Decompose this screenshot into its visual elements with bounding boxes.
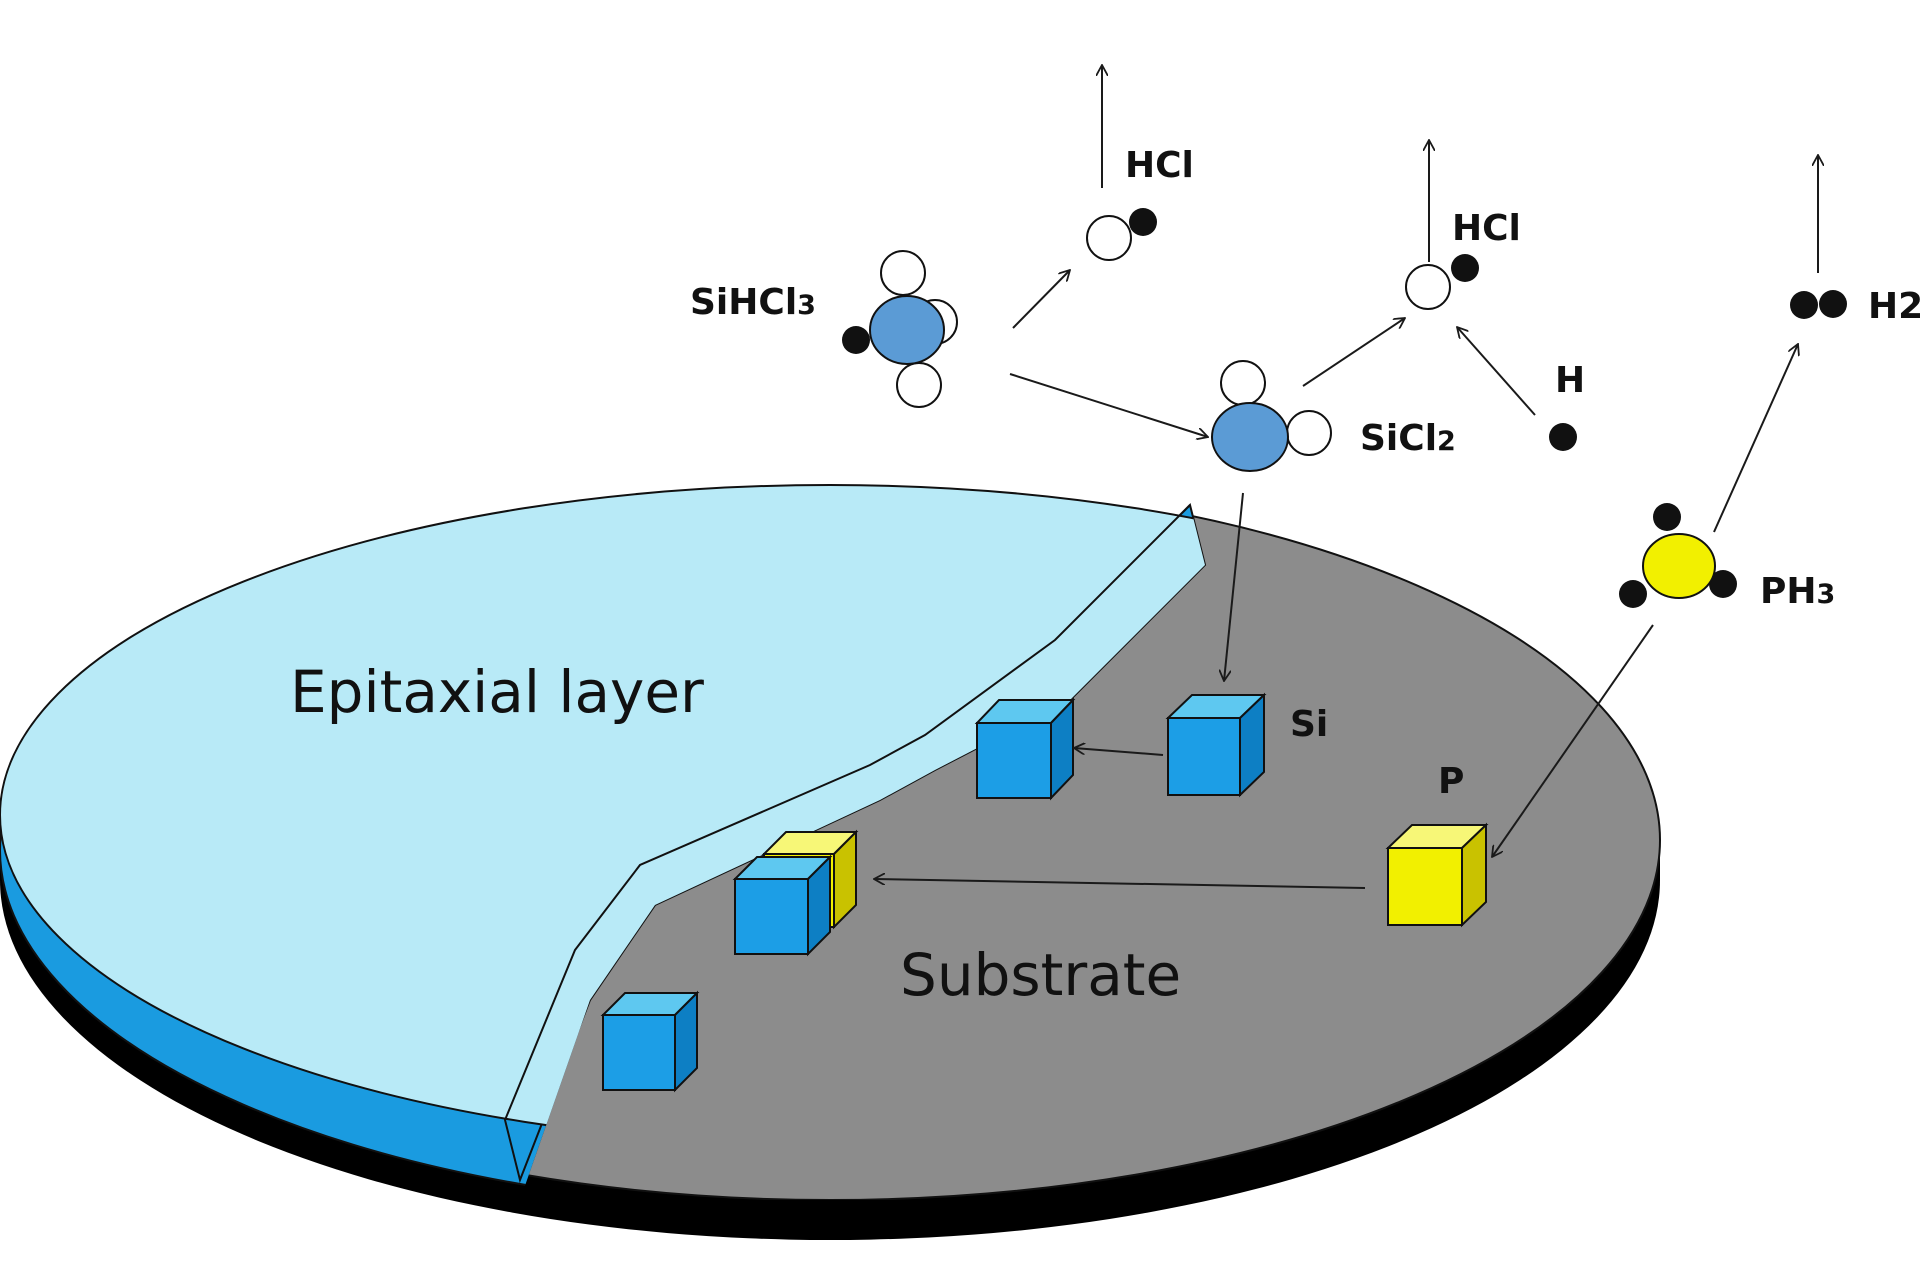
arrow-p-to-step bbox=[874, 879, 1366, 889]
ph3-molecule bbox=[1619, 503, 1737, 608]
arrow-ph3-to-p bbox=[1492, 624, 1654, 857]
sihcl3-cl-top bbox=[880, 250, 926, 296]
sihcl3-label: SiHCl3 bbox=[690, 282, 816, 323]
sicl2-cl-top bbox=[1220, 360, 1266, 406]
h-label: H bbox=[1555, 360, 1585, 401]
sicl2-si bbox=[1211, 402, 1289, 472]
step-cube-lower bbox=[600, 990, 700, 1093]
hcl-molecule-1 bbox=[1086, 208, 1157, 261]
step-cube-middle bbox=[732, 854, 833, 957]
arrow-sihcl3-to-hcl bbox=[1012, 270, 1070, 329]
hcl-molecule-2 bbox=[1405, 254, 1479, 310]
h2-label: H2 bbox=[1868, 286, 1920, 327]
si-cube bbox=[1165, 692, 1267, 798]
sihcl3-h bbox=[842, 326, 870, 354]
ph3-h-right bbox=[1709, 570, 1737, 598]
epitaxial-top-cut-edge bbox=[504, 504, 1191, 1121]
sihcl3-si bbox=[869, 295, 945, 365]
hcl-label-2: HCl bbox=[1452, 208, 1521, 249]
ph3-h-top bbox=[1653, 503, 1681, 531]
ph3-label: PH3 bbox=[1760, 571, 1835, 612]
arrow-sicl2-to-si bbox=[1224, 492, 1244, 681]
sicl2-label: SiCl2 bbox=[1360, 418, 1456, 459]
p-cube bbox=[1385, 822, 1489, 928]
ph3-h-left bbox=[1619, 580, 1647, 608]
arrow-sihcl3-to-sicl2 bbox=[1009, 373, 1208, 437]
reaction-arrows bbox=[874, 65, 1818, 889]
hcl-label-1: HCl bbox=[1125, 145, 1194, 186]
sicl2-cl-right bbox=[1286, 410, 1332, 456]
arrow-ph3-to-h2 bbox=[1713, 344, 1798, 533]
p-label: P bbox=[1438, 761, 1464, 802]
h-atom bbox=[1549, 423, 1577, 451]
si-label: Si bbox=[1290, 704, 1328, 745]
sihcl3-molecule bbox=[842, 250, 958, 408]
step-cube-upper bbox=[974, 697, 1076, 801]
epitaxial-layer-label: Epitaxial layer bbox=[290, 658, 704, 726]
arrow-sicl2-to-hcl bbox=[1302, 318, 1405, 387]
sicl2-molecule bbox=[1211, 360, 1332, 472]
substrate-label: Substrate bbox=[900, 941, 1181, 1009]
arrow-h-to-hcl bbox=[1457, 327, 1536, 416]
ph3-p bbox=[1642, 533, 1716, 599]
h2-molecule bbox=[1790, 290, 1847, 319]
step-cubes bbox=[600, 697, 1076, 1093]
arrow-si-to-step bbox=[1074, 748, 1164, 756]
sihcl3-cl-bottom bbox=[896, 362, 942, 408]
